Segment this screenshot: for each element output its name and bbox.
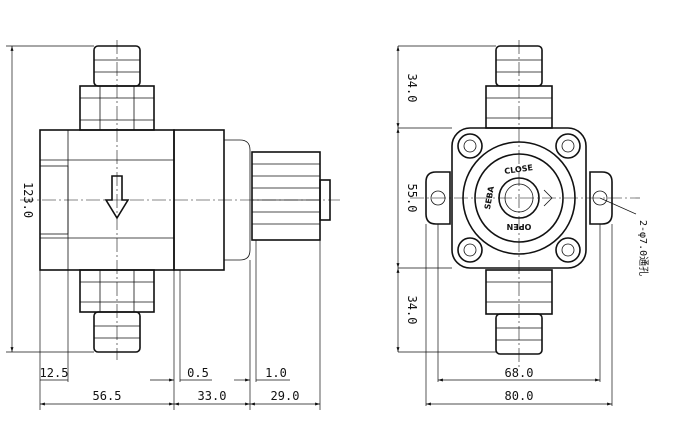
svg-text:2-φ7.0通孔: 2-φ7.0通孔 — [637, 220, 649, 276]
svg-text:68.0: 68.0 — [505, 366, 534, 380]
dim-29-0: 29.0 — [250, 389, 320, 406]
dim-top-34: 34.0 — [396, 46, 419, 128]
svg-text:34.0: 34.0 — [405, 74, 419, 103]
side-view: 123.0 12.5 0.5 1.0 56.5 — [6, 40, 340, 410]
mounting-flange — [425, 171, 613, 225]
dim-68: 68.0 — [438, 366, 600, 382]
knob-open-label: OPEN — [507, 222, 532, 231]
knob-side — [251, 151, 331, 241]
svg-text:56.5: 56.5 — [93, 389, 122, 403]
hole-note: 2-φ7.0通孔 — [599, 197, 649, 276]
dim-12-5: 12.5 — [40, 366, 69, 381]
dim-33-0: 33.0 — [174, 389, 250, 406]
svg-text:29.0: 29.0 — [271, 389, 300, 403]
svg-text:1.0: 1.0 — [265, 366, 287, 380]
dim-bottom-34: 34.0 — [396, 268, 419, 352]
front-view: CLOSE OPEN SEBA 34.0 55.0 34.0 2-φ7.0通孔 — [396, 40, 649, 406]
svg-text:80.0: 80.0 — [505, 389, 534, 403]
svg-text:34.0: 34.0 — [405, 296, 419, 325]
knob-brand-label: SEBA — [483, 185, 496, 211]
knob-close-label: CLOSE — [504, 163, 534, 176]
svg-text:0.5: 0.5 — [187, 366, 209, 380]
svg-text:33.0: 33.0 — [198, 389, 227, 403]
knob-face: CLOSE OPEN SEBA — [474, 153, 564, 243]
svg-text:12.5: 12.5 — [40, 366, 69, 380]
dim-overall-height: 123.0 — [6, 45, 94, 353]
dim-0-5: 0.5 — [150, 366, 212, 382]
dim-80: 80.0 — [426, 389, 612, 406]
flow-arrow-icon — [104, 175, 130, 220]
dim-mid-55: 55.0 — [396, 128, 419, 268]
front-body — [451, 127, 587, 269]
dim-label-123: 123.0 — [21, 182, 35, 218]
front-bottom-fitting — [485, 269, 553, 355]
bottom-fitting — [79, 269, 155, 353]
svg-text:55.0: 55.0 — [405, 184, 419, 213]
dim-56-5: 56.5 — [40, 389, 174, 406]
dim-1-0: 1.0 — [234, 366, 290, 382]
